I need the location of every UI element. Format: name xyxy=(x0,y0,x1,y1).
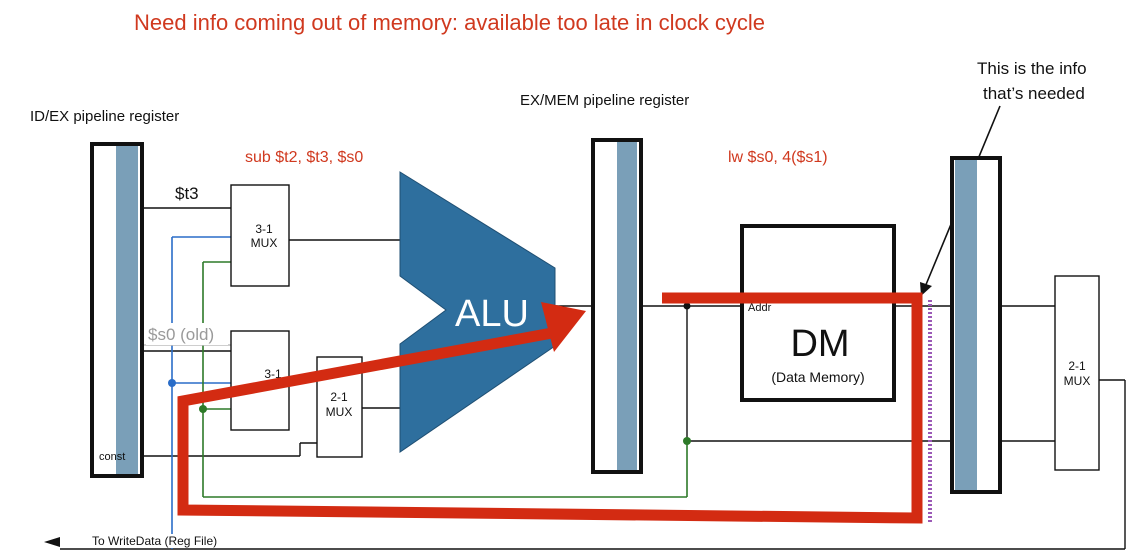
mux-right-label-2: MUX xyxy=(1064,374,1091,388)
green-junction-left xyxy=(199,405,207,413)
black-junction xyxy=(683,302,691,310)
dm-addr-label: Addr xyxy=(748,302,772,314)
dm-sub-label: (Data Memory) xyxy=(771,369,864,385)
green-wires xyxy=(202,261,688,498)
callout-line-1: This is the info xyxy=(977,59,1087,78)
s0-old-label-bg xyxy=(146,323,228,345)
black-wires xyxy=(60,207,1126,550)
s0-old-label: $s0 (old) xyxy=(148,325,214,344)
ex-mem-register-label: EX/MEM pipeline register xyxy=(520,92,689,109)
mem-stage-instruction: lw $s0, 4($s1) xyxy=(728,149,828,166)
mux-top: 3-1 MUX xyxy=(230,184,290,287)
blue-junction xyxy=(168,379,176,387)
mux-top-label-2: MUX xyxy=(251,236,278,250)
ex-stage-instruction: sub $t2, $t3, $s0 xyxy=(245,149,363,166)
id-ex-register xyxy=(90,142,144,478)
writedata-label: To WriteData (Reg File) xyxy=(92,534,217,548)
callout-line-2: that’s needed xyxy=(983,84,1085,103)
mux-right-label-1: 2-1 xyxy=(1068,359,1086,373)
writedata-label-bg xyxy=(90,534,238,548)
dm-label: DM xyxy=(790,323,849,365)
const-label: const xyxy=(99,451,125,463)
alu-label: ALU xyxy=(455,293,529,335)
data-memory: Addr DM (Data Memory) xyxy=(740,224,896,402)
forwarding-path xyxy=(177,292,923,524)
mux-bottom-label-1: 3-1 xyxy=(264,367,282,381)
mux-small-label-2: MUX xyxy=(326,405,353,419)
green-junction-right xyxy=(683,437,691,445)
id-ex-register-label: ID/EX pipeline register xyxy=(30,108,179,125)
mux-right: 2-1 MUX xyxy=(1054,275,1100,471)
t3-label: $t3 xyxy=(175,184,199,203)
mux-small-label-1: 2-1 xyxy=(330,390,348,404)
headline: Need info coming out of memory: availabl… xyxy=(134,10,765,35)
mux-top-label-1: 3-1 xyxy=(255,222,273,236)
blue-wires xyxy=(171,236,231,549)
writedata-arrowhead xyxy=(44,537,60,547)
alu: ALU xyxy=(399,171,556,453)
ex-mem-register xyxy=(591,138,643,474)
mem-wb-register xyxy=(950,156,1002,494)
